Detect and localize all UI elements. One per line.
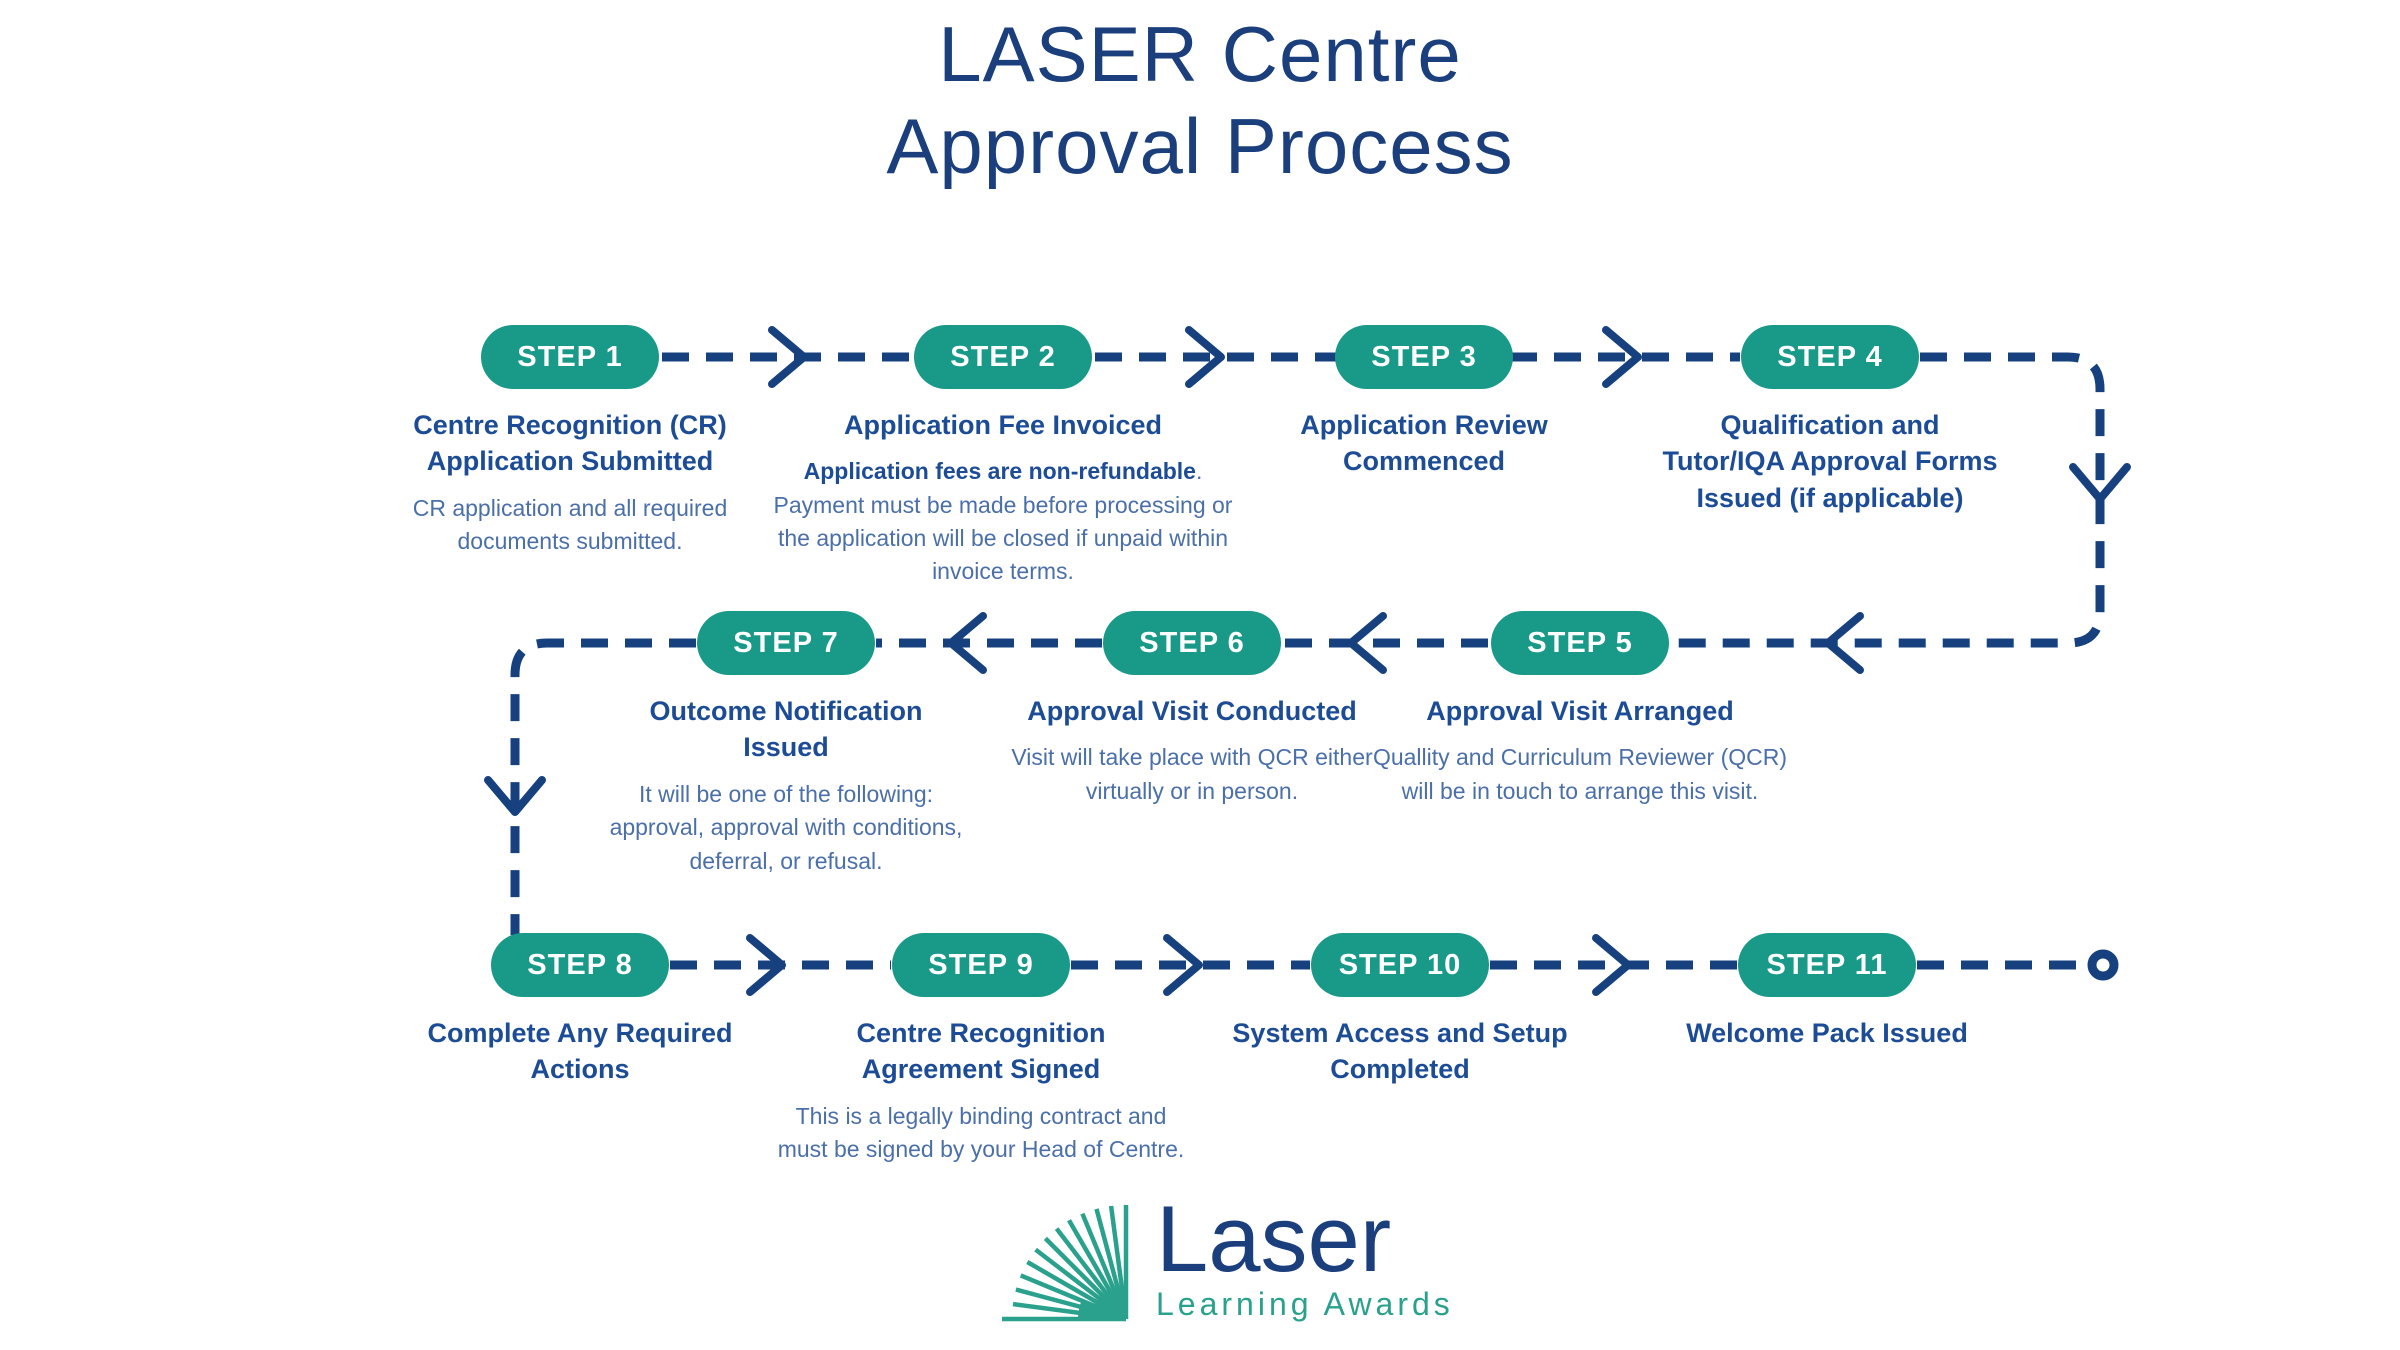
step-3-heading: Application Review Commenced — [1300, 410, 1548, 477]
flow-end-marker — [2087, 949, 2119, 981]
step-9-group: STEP 9 Centre Recognition Agreement Sign… — [681, 933, 1281, 1167]
arrow-right-icon — [1602, 326, 1642, 388]
step-5-group: STEP 5 Approval Visit Arranged Quallity … — [1280, 611, 1880, 808]
laser-fan-icon — [1002, 1205, 1129, 1322]
arrow-down-icon — [2069, 463, 2131, 503]
step-5-pill: STEP 5 — [1491, 611, 1669, 675]
step-2-pill-label: STEP 2 — [950, 340, 1056, 373]
step-6-description: Visit will take place with QCR either vi… — [1011, 744, 1373, 804]
step-4-pill: STEP 4 — [1741, 325, 1919, 389]
step-8-pill-label: STEP 8 — [527, 948, 633, 981]
page-title-line2: Approval Process — [886, 102, 1514, 191]
step-4-group: STEP 4 Qualification and Tutor/IQA Appro… — [1530, 325, 2130, 516]
arrow-left-icon — [1824, 612, 1864, 674]
step-4-pill-label: STEP 4 — [1777, 340, 1883, 373]
step-1-pill-label: STEP 1 — [517, 340, 623, 373]
step-2-pill: STEP 2 — [914, 325, 1092, 389]
step-9-heading: Centre Recognition Agreement Signed — [856, 1018, 1106, 1085]
step-1-pill: STEP 1 — [481, 325, 659, 389]
step-8-group: STEP 8 Complete Any Required Actions — [280, 933, 880, 1088]
step-5-pill-label: STEP 5 — [1527, 626, 1633, 659]
step-1-heading: Centre Recognition (CR) Application Subm… — [413, 410, 727, 477]
step-6-pill: STEP 6 — [1103, 611, 1281, 675]
page-title-line1: LASER Centre — [938, 10, 1462, 98]
step-8-heading: Complete Any Required Actions — [427, 1018, 733, 1085]
arrow-down-icon — [484, 776, 546, 816]
arrow-left-icon — [1347, 612, 1387, 674]
connector-step7-step8 — [510, 638, 696, 935]
step-10-pill: STEP 10 — [1311, 933, 1489, 997]
step-11-pill-label: STEP 11 — [1766, 948, 1888, 981]
step-2-heading: Application Fee Invoiced — [843, 410, 1163, 440]
step-10-group: STEP 10 System Access and Setup Complete… — [1100, 933, 1700, 1088]
arrow-right-icon — [1592, 934, 1632, 996]
step-4-heading: Qualification and Tutor/IQA Approval For… — [1662, 410, 1998, 513]
step-3-pill-label: STEP 3 — [1371, 340, 1477, 373]
arrow-right-icon — [1185, 326, 1225, 388]
step-2-description-rest: . Payment must be made before processing… — [773, 458, 1233, 585]
step-7-heading: Outcome Notification Issued — [649, 696, 923, 763]
step-1-group: STEP 1 Centre Recognition (CR) Applicati… — [270, 325, 870, 559]
step-1-description: CR application and all required document… — [412, 494, 728, 555]
logo-text: Laser Learning Awards — [1156, 1186, 1454, 1323]
step-5-heading: Approval Visit Arranged — [1426, 696, 1734, 726]
step-2-description: Application fees are non-refundable. Pay… — [703, 455, 1303, 588]
laser-logo: Laser Learning Awards — [1002, 1186, 1454, 1323]
step-5-description: Quallity and Curriculum Reviewer (QCR) w… — [1372, 744, 1788, 804]
step-7-group: STEP 7 Outcome Notification Issued It wi… — [486, 611, 1086, 878]
arrow-right-icon — [746, 934, 786, 996]
step-7-description: It will be one of the following: approva… — [609, 780, 963, 874]
logo-subtitle: Learning Awards — [1156, 1286, 1454, 1323]
step-11-group: STEP 11 Welcome Pack Issued — [1527, 933, 2127, 1051]
step-7-pill: STEP 7 — [697, 611, 875, 675]
step-2-group: STEP 2 Application Fee Invoiced Applicat… — [703, 325, 1303, 589]
step-6-group: STEP 6 Approval Visit Conducted Visit wi… — [892, 611, 1492, 808]
step-8-pill: STEP 8 — [491, 933, 669, 997]
step-7-pill-label: STEP 7 — [733, 626, 839, 659]
step-6-heading: Approval Visit Conducted — [1027, 696, 1357, 726]
step-6-pill-label: STEP 6 — [1139, 626, 1245, 659]
arrow-right-icon — [768, 326, 808, 388]
step-9-description: This is a legally binding contract and m… — [777, 1102, 1185, 1163]
step-3-pill: STEP 3 — [1335, 325, 1513, 389]
logo-wordmark: Laser — [1156, 1186, 1392, 1291]
arrow-left-icon — [947, 612, 987, 674]
step-10-pill-label: STEP 10 — [1338, 948, 1462, 981]
arrow-right-icon — [1163, 934, 1203, 996]
step-3-group: STEP 3 Application Review Commenced — [1124, 325, 1724, 480]
step-9-pill-label: STEP 9 — [928, 948, 1034, 981]
step-9-pill: STEP 9 — [892, 933, 1070, 997]
step-10-heading: System Access and Setup Completed — [1232, 1018, 1568, 1085]
step-11-pill: STEP 11 — [1738, 933, 1916, 997]
step-2-description-bold: Application fees are non-refundable — [803, 458, 1196, 485]
step-11-heading: Welcome Pack Issued — [1686, 1018, 1968, 1048]
